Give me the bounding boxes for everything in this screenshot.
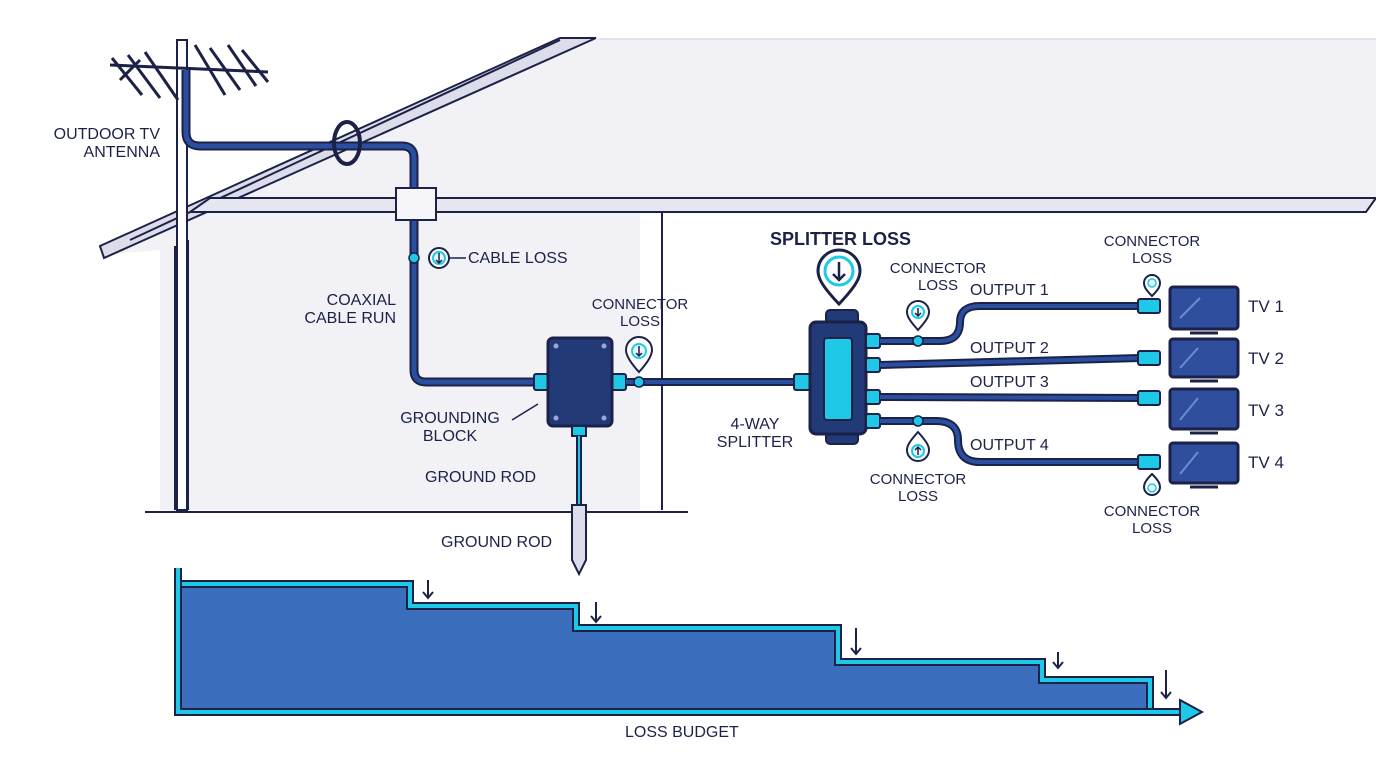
connector-loss-block-label-line1: CONNECTOR (591, 296, 689, 313)
grounding-block (511, 336, 627, 577)
cable-loss-point (408, 252, 420, 264)
coax-run-label-line2: CABLE RUN (304, 309, 396, 327)
splitter-label: 4-WAY SPLITTER (690, 416, 820, 452)
eave (186, 197, 1376, 213)
tv-1-label: TV 1 (1248, 297, 1284, 316)
antenna-label: OUTDOOR TV ANTENNA (20, 126, 160, 162)
tv-4-label: TV 4 (1248, 453, 1284, 472)
grounding-leader (511, 403, 539, 421)
coax-run-label-line1: COAXIAL (326, 292, 396, 309)
connector-loss-block-label-line2: LOSS (619, 312, 661, 330)
loss-step-arrows (422, 580, 1172, 700)
output-4-label: OUTPUT 4 (970, 437, 1049, 454)
antenna (109, 39, 270, 511)
antenna-mast (176, 39, 188, 511)
connector-loss-tv4-line2: LOSS (1131, 519, 1173, 537)
connector-loss-block-label: CONNECTOR LOSS (570, 296, 710, 331)
connector-loss-out1-label: CONNECTOR LOSS (868, 260, 1008, 295)
grounding-block-label-line2: BLOCK (422, 427, 478, 445)
splitter (808, 309, 881, 445)
wall-penetration (395, 187, 437, 221)
splitter-label-line2: SPLITTER (716, 433, 794, 451)
coax-to-splitter (626, 373, 811, 391)
cable-clamp (332, 120, 362, 166)
connector-loss-point (633, 376, 645, 388)
ground-rod-wire-label: GROUND ROD (425, 469, 537, 486)
tv-2-label: TV 2 (1248, 349, 1284, 368)
cable-loss-label: CABLE LOSS (468, 250, 568, 267)
connector-loss-out4-line2: LOSS (897, 487, 939, 505)
antenna-elements (110, 44, 270, 101)
connector-loss-out4-line1: CONNECTOR (869, 471, 967, 488)
splitter-loss-label: SPLITTER LOSS (770, 229, 912, 249)
tv-connectors (1137, 298, 1161, 470)
ground-rod-label: GROUND ROD (441, 534, 553, 551)
tv-1 (1168, 285, 1240, 335)
cable-loss-marker (428, 247, 466, 269)
connector-loss-out4-label: CONNECTOR LOSS (848, 471, 988, 506)
splitter-loss-pin (816, 248, 862, 307)
house-fill (100, 40, 1376, 510)
loss-budget-arrowhead (1179, 698, 1205, 726)
connector-loss-out1-line2: LOSS (917, 276, 959, 294)
connector-loss-tv1-label: CONNECTOR LOSS (1082, 233, 1222, 268)
ground-rod (571, 504, 587, 577)
grounding-block-label-line1: GROUNDING (400, 410, 500, 427)
tv-4 (1168, 441, 1240, 489)
loss-budget-label: LOSS BUDGET (625, 724, 739, 741)
connector-loss-pin-out4 (905, 430, 931, 462)
connector-loss-pin-tv4 (1142, 472, 1162, 496)
loss-budget-fill (182, 584, 1150, 708)
tv-3-label: TV 3 (1248, 401, 1284, 420)
roof-shadow (596, 38, 1376, 40)
connector-loss-tv4-line1: CONNECTOR (1103, 503, 1201, 520)
connector-loss-tv4-label: CONNECTOR LOSS (1082, 503, 1222, 538)
tv-2 (1168, 337, 1240, 383)
tv-3 (1168, 387, 1240, 435)
output-cables (879, 302, 1141, 466)
splitter-label-line1: 4-WAY (730, 416, 780, 433)
output-1-label: OUTPUT 1 (970, 282, 1049, 299)
grounding-block-label: GROUNDING BLOCK (380, 410, 520, 446)
connector-loss-out1-line1: CONNECTOR (889, 260, 987, 277)
connector-loss-pin-block (624, 336, 654, 374)
loss-budget-chart (174, 568, 1205, 726)
connector-loss-tv1-line2: LOSS (1131, 249, 1173, 267)
connector-loss-tv1-line1: CONNECTOR (1103, 233, 1201, 250)
antenna-label-line2: ANTENNA (83, 143, 160, 161)
connector-loss-pin-out1 (905, 300, 931, 332)
antenna-label-line1: OUTDOOR TV (53, 126, 160, 143)
coax-main-cable (181, 70, 540, 387)
output-2-label: OUTPUT 2 (970, 340, 1049, 357)
house (98, 37, 1376, 513)
connector-loss-pin-tv1 (1142, 274, 1162, 298)
coax-run-label: COAXIAL CABLE RUN (256, 292, 396, 328)
output-3-label: OUTPUT 3 (970, 374, 1049, 391)
